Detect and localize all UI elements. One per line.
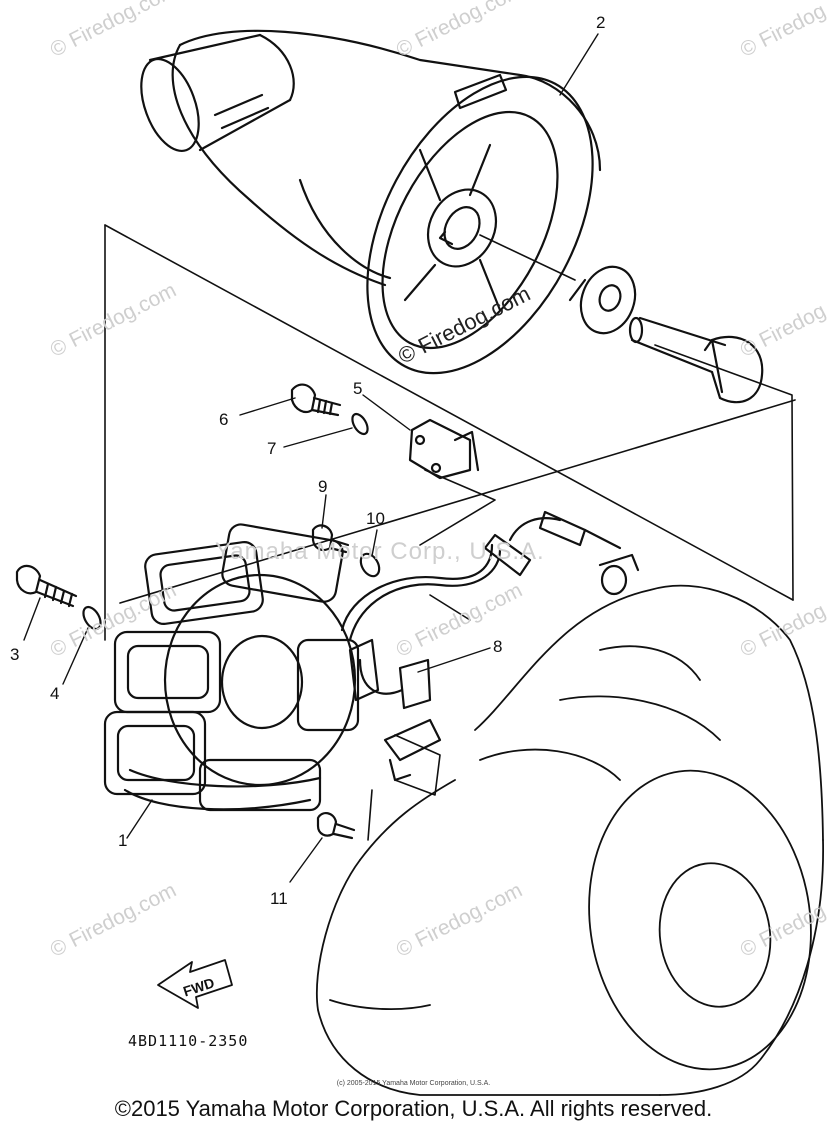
footer-copyright: ©2015 Yamaha Motor Corporation, U.S.A. A…	[114, 1096, 713, 1121]
callout-11: 11	[270, 889, 288, 908]
callout-4: 4	[50, 684, 60, 703]
flywheel-rotor-part-2	[171, 29, 602, 375]
lock-washer-part-4	[82, 605, 102, 631]
washer	[568, 265, 637, 335]
screw-part-6	[290, 383, 342, 417]
callout-10: 10	[366, 509, 385, 528]
callout-7: 7	[267, 439, 277, 458]
small-copyright: (c) 2005-2015 Yamaha Motor Corporation, …	[336, 1080, 491, 1087]
leader-lines	[23, 33, 599, 883]
callout-2: 2	[596, 13, 606, 32]
lock-washer-part-7	[351, 412, 369, 436]
stator-part-1	[103, 523, 360, 812]
alignment-lines	[104, 224, 796, 841]
clamp-bracket-part-5	[408, 418, 480, 480]
screw-part-11	[316, 812, 356, 840]
part-code: 4BD1110-2350	[128, 1032, 249, 1050]
callout-3: 3	[10, 645, 20, 664]
fwd-arrow-icon	[157, 959, 233, 1009]
callout-5: 5	[353, 379, 363, 398]
cylinder-piece	[140, 33, 295, 153]
callout-1: 1	[118, 831, 128, 850]
center-watermark: Yamaha Motor Corp., U.S.A.	[215, 538, 545, 565]
callout-6: 6	[219, 410, 229, 429]
flywheel-bolt	[628, 316, 764, 404]
engine-crankcase	[315, 584, 824, 1096]
screw-part-9	[311, 524, 350, 554]
callout-8: 8	[493, 637, 503, 656]
screw-part-3	[15, 564, 78, 608]
callout-9: 9	[318, 477, 328, 496]
pickup-coil-part-8	[358, 658, 442, 782]
wire-harness	[340, 510, 640, 702]
washer-part-10	[359, 552, 381, 578]
